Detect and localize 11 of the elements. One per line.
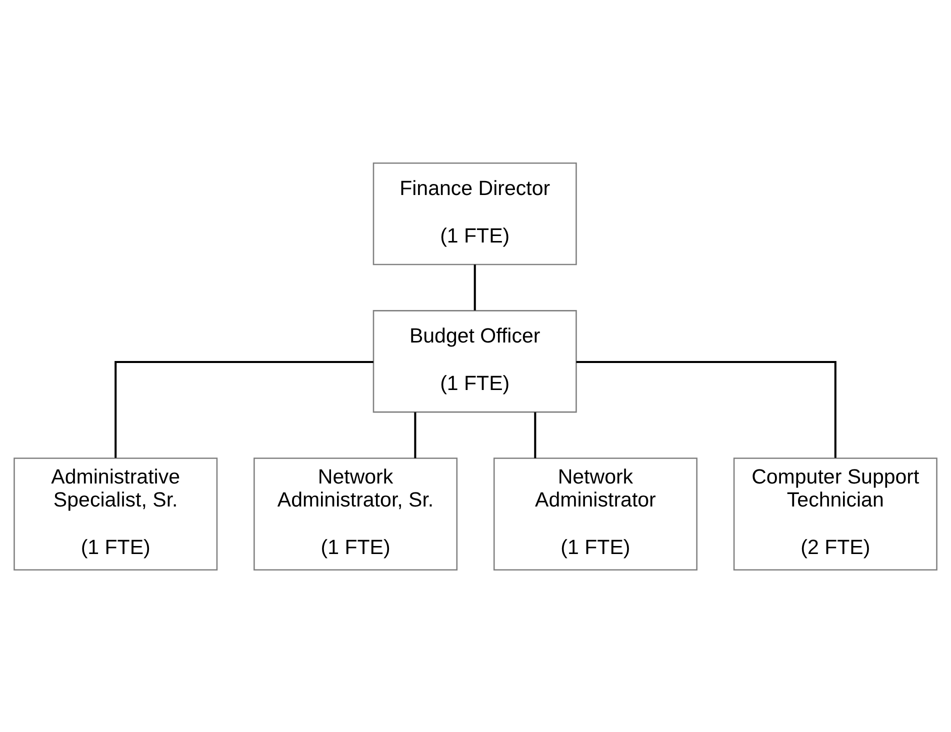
- node-box: Finance Director (1 FTE): [372, 162, 577, 265]
- node-box: Budget Officer (1 FTE): [372, 310, 577, 412]
- node-box: Network Administrator (1 FTE): [493, 457, 698, 570]
- node-box: Network Administrator, Sr. (1 FTE): [254, 457, 458, 570]
- connector: [534, 412, 536, 458]
- connector: [414, 412, 416, 458]
- node-box: Administrative Specialist, Sr. (1 FTE): [14, 457, 218, 570]
- connector: [114, 360, 374, 458]
- connector: [474, 264, 476, 310]
- node-box: Computer Support Technician (2 FTE): [733, 457, 938, 570]
- connector: [576, 360, 836, 458]
